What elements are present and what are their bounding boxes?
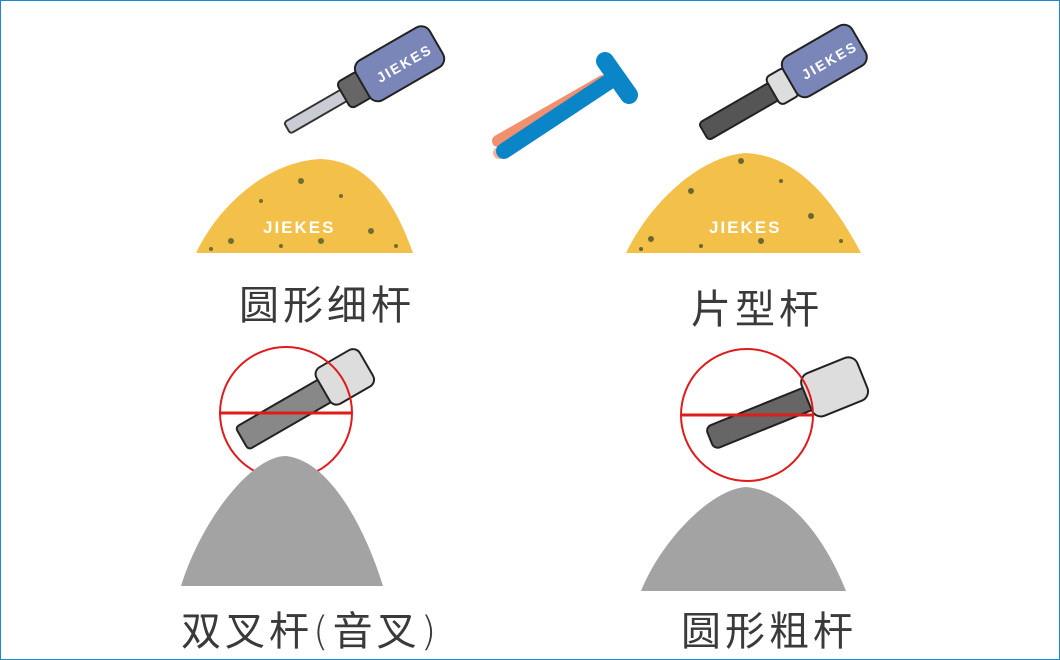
label-flat-shaft: 片型杆 bbox=[691, 287, 823, 333]
screwdriver-round-thick-shaft bbox=[706, 356, 870, 449]
tobacco-pile-grey-left bbox=[181, 456, 383, 586]
label-round-thick-shaft: 圆形粗杆 bbox=[681, 609, 857, 655]
tobacco-pile-yellow-left: JIEKES bbox=[196, 159, 413, 253]
brand-logo: JIEKES bbox=[263, 218, 335, 237]
label-round-thin-shaft: 圆形细杆 bbox=[239, 283, 415, 329]
tobacco-pile-grey-right bbox=[641, 487, 846, 591]
label-fork-shaft: 双叉杆(音叉) bbox=[181, 609, 441, 655]
brand-logo: JIEKES bbox=[709, 218, 781, 237]
screwdriver-round-thin-shaft: JIEKES bbox=[283, 25, 446, 134]
screwdriver-fork-shaft bbox=[235, 348, 376, 450]
hammer-icon bbox=[492, 52, 638, 159]
tobacco-pile-yellow-right: JIEKES bbox=[626, 153, 861, 253]
screwdriver-flat-shaft: JIEKES bbox=[699, 23, 868, 141]
